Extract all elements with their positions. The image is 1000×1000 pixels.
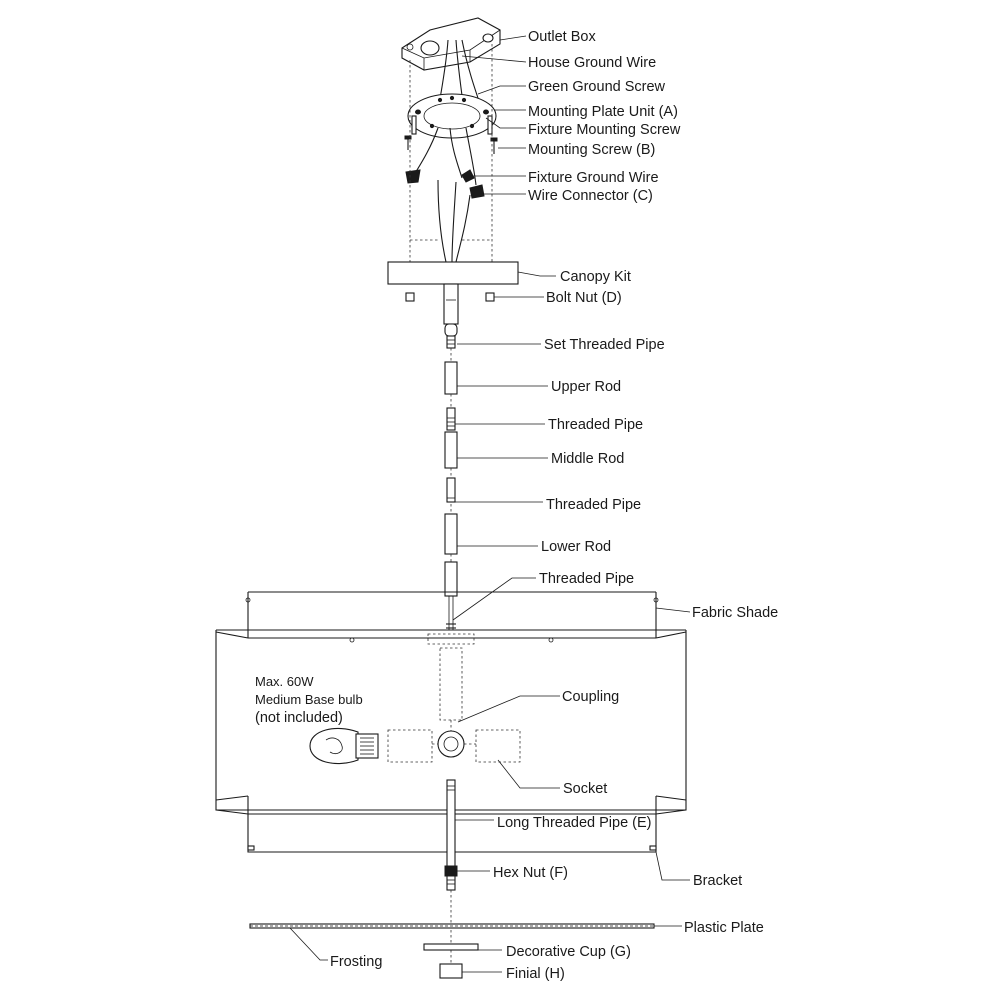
label-threaded-pipe-3: Threaded Pipe — [539, 571, 634, 587]
bulb-drawing — [309, 727, 379, 765]
label-fabric-shade: Fabric Shade — [692, 605, 778, 621]
fabric-shade-drawing — [215, 591, 687, 853]
label-upper-rod: Upper Rod — [551, 379, 621, 395]
label-mounting-plate-unit: Mounting Plate Unit (A) — [528, 104, 678, 120]
label-set-threaded-pipe: Set Threaded Pipe — [544, 337, 665, 353]
plastic-plate-drawing — [249, 923, 655, 929]
label-bolt-nut: Bolt Nut (D) — [546, 290, 622, 306]
cup-finial-drawing — [423, 943, 479, 979]
label-lower-rod: Lower Rod — [541, 539, 611, 555]
label-long-threaded-pipe: Long Threaded Pipe (E) — [497, 815, 652, 831]
label-frosting: Frosting — [330, 954, 382, 970]
label-outlet-box: Outlet Box — [528, 29, 596, 45]
leader-lines — [289, 35, 691, 973]
label-wire-connector: Wire Connector (C) — [528, 188, 653, 204]
label-middle-rod: Middle Rod — [551, 451, 624, 467]
bulb-note-line3: (not included) — [255, 710, 343, 726]
label-hex-nut: Hex Nut (F) — [493, 865, 568, 881]
label-finial: Finial (H) — [506, 966, 565, 982]
label-mounting-screw: Mounting Screw (B) — [528, 142, 655, 158]
label-fixture-ground-wire: Fixture Ground Wire — [528, 170, 659, 186]
label-green-ground-screw: Green Ground Screw — [528, 79, 666, 95]
label-threaded-pipe-2: Threaded Pipe — [546, 497, 641, 513]
mounting-screws-drawing — [404, 135, 498, 154]
wire-connectors-drawing — [405, 169, 485, 199]
label-bracket: Bracket — [693, 873, 742, 889]
coupling-socket-drawing — [387, 647, 521, 763]
mounting-plate-drawing — [407, 93, 497, 139]
stem-drawing — [443, 283, 459, 630]
label-decorative-cup: Decorative Cup (G) — [506, 944, 631, 960]
long-threaded-pipe-drawing — [444, 779, 458, 964]
label-socket: Socket — [563, 781, 607, 797]
label-canopy-kit: Canopy Kit — [560, 269, 631, 285]
label-coupling: Coupling — [562, 689, 619, 705]
outlet-box-drawing — [401, 17, 501, 71]
label-plastic-plate: Plastic Plate — [684, 920, 764, 936]
label-fixture-mounting-screw: Fixture Mounting Screw — [528, 122, 681, 138]
bulb-note-line2: Medium Base bulb — [255, 692, 363, 707]
fixture-wires-drawing — [413, 127, 477, 263]
label-threaded-pipe-1: Threaded Pipe — [548, 417, 643, 433]
bulb-note-line1: Max. 60W — [255, 674, 314, 689]
label-house-ground-wire: House Ground Wire — [528, 55, 656, 71]
